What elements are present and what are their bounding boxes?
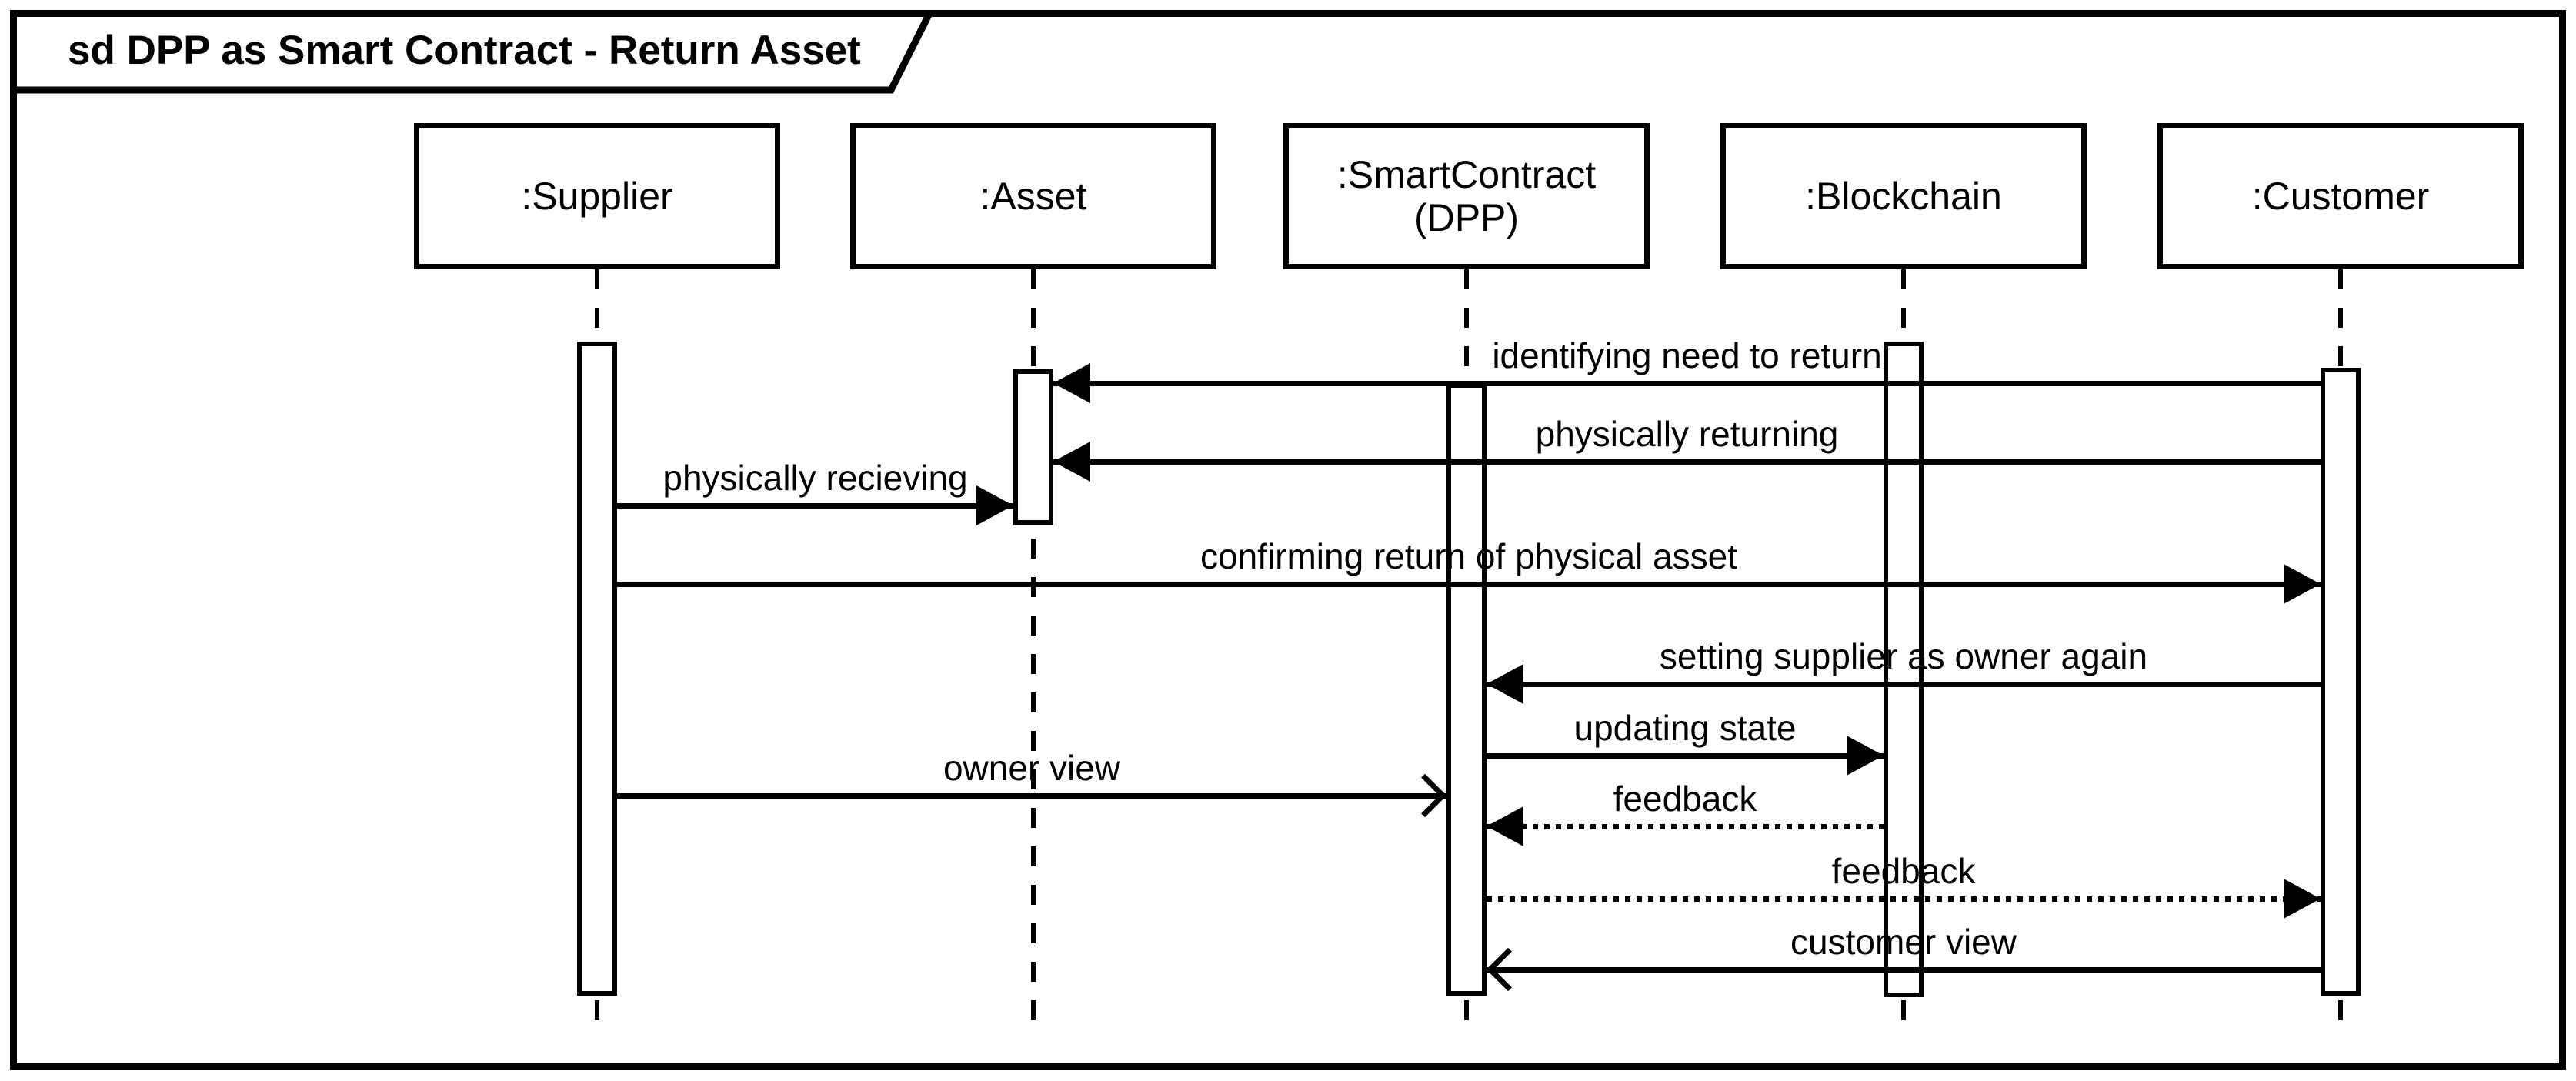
- message-line-physically-returning: [1053, 459, 2321, 465]
- filled-arrowhead-icon-setting-supplier-as-owner-again: [1487, 664, 1523, 704]
- activation-bar-customer: [2321, 368, 2361, 996]
- filled-arrowhead-icon-physically-recieving: [976, 485, 1013, 525]
- filled-arrowhead-icon-confirming-return-of-physical-asset: [2284, 564, 2321, 604]
- lifeline-name-label: :Blockchain: [1805, 175, 2002, 218]
- diagram-title: sd DPP as Smart Contract - Return Asset: [68, 28, 861, 73]
- message-line-confirming-return-of-physical-asset: [617, 582, 2321, 587]
- activation-bar-smartcontract: [1446, 383, 1487, 996]
- diagram-frame-border: [10, 10, 2566, 1070]
- activation-bar-supplier: [577, 342, 617, 996]
- filled-arrowhead-icon-updating-state: [1847, 736, 1884, 776]
- message-label-updating-state: updating state: [1573, 708, 1797, 748]
- message-line-feedback-to-customer: [1487, 896, 2321, 902]
- filled-arrowhead-icon-feedback-to-smartcontract: [1487, 806, 1523, 846]
- frame-title-pentagon: [10, 10, 936, 94]
- message-label-feedback-to-smartcontract: feedback: [1613, 779, 1757, 819]
- lifeline-head-customer: :Customer: [2157, 123, 2524, 269]
- lifeline-head-smartcontract: :SmartContract (DPP): [1283, 123, 1650, 269]
- lifeline-name-label: :Supplier: [521, 175, 673, 218]
- message-label-feedback-to-customer: feedback: [1831, 851, 1976, 891]
- lifeline-name-label: :SmartContract (DPP): [1336, 153, 1597, 239]
- message-label-setting-supplier-as-owner-again: setting supplier as owner again: [1659, 636, 2148, 676]
- message-line-identifying-need-to-return: [1053, 381, 2321, 386]
- lifeline-name-label: :Customer: [2251, 175, 2430, 218]
- message-line-customer-view: [1487, 967, 2321, 973]
- filled-arrowhead-icon-identifying-need-to-return: [1053, 363, 1090, 403]
- activation-bar-blockchain: [1884, 342, 1924, 997]
- lifeline-asset: [1031, 269, 1036, 1027]
- message-label-owner-view: owner view: [943, 748, 1121, 788]
- message-label-identifying-need-to-return: identifying need to return: [1492, 335, 1882, 375]
- message-label-physically-recieving: physically recieving: [662, 458, 968, 498]
- message-label-physically-returning: physically returning: [1535, 414, 1839, 454]
- activation-bar-asset: [1013, 369, 1053, 525]
- lifeline-name-label: :Asset: [979, 175, 1087, 218]
- message-line-setting-supplier-as-owner-again: [1487, 682, 2321, 687]
- message-label-confirming-return-of-physical-asset: confirming return of physical asset: [1200, 536, 1737, 576]
- filled-arrowhead-icon-feedback-to-customer: [2284, 879, 2321, 919]
- message-label-customer-view: customer view: [1790, 922, 2017, 962]
- lifeline-head-supplier: :Supplier: [414, 123, 780, 269]
- message-line-owner-view: [617, 793, 1446, 799]
- message-line-feedback-to-smartcontract: [1487, 824, 1884, 829]
- lifeline-head-asset: :Asset: [850, 123, 1216, 269]
- lifeline-head-blockchain: :Blockchain: [1720, 123, 2087, 269]
- message-line-updating-state: [1487, 753, 1884, 759]
- filled-arrowhead-icon-physically-returning: [1053, 442, 1090, 482]
- message-line-physically-recieving: [617, 503, 1013, 509]
